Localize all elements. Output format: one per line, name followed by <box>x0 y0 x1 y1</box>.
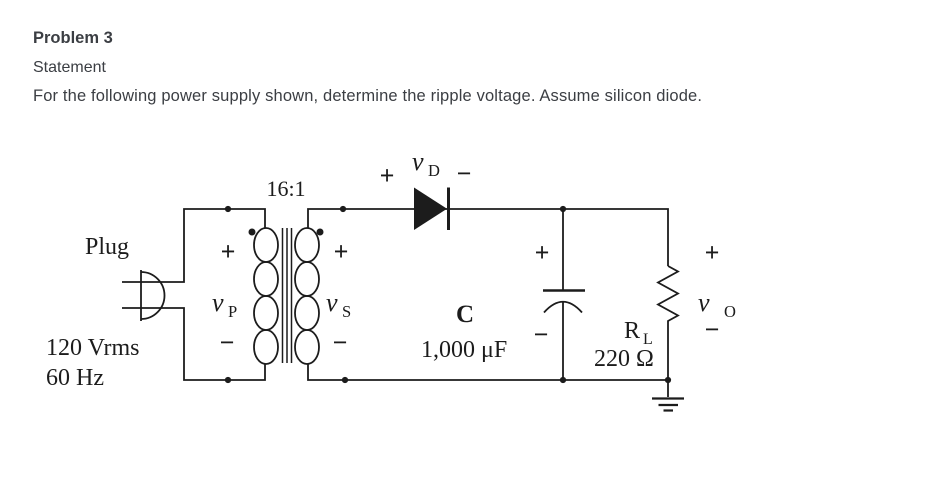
capacitor-symbol <box>543 209 585 380</box>
secondary-coil-turn <box>294 227 320 263</box>
diode-voltage-subscript: D <box>428 161 440 180</box>
plug-label: Plug <box>85 234 129 260</box>
resistor-symbol <box>656 265 680 380</box>
secondary-bottom-wire <box>307 364 668 381</box>
diode-symbol <box>414 187 450 230</box>
resistor-zigzag <box>656 265 680 380</box>
load-name-label: R <box>624 318 640 344</box>
secondary-coil-turn <box>294 295 320 331</box>
secondary-voltage-subscript: S <box>342 302 351 321</box>
output-minus-sign: − <box>705 315 720 344</box>
secondary-phase-dot <box>316 228 324 236</box>
primary-coil-turn <box>253 227 279 263</box>
junction-dot <box>559 205 567 213</box>
statement-label: Statement <box>33 59 106 76</box>
diode-voltage-label: v <box>412 147 424 176</box>
output-voltage-subscript: O <box>724 302 736 321</box>
primary-coil-turn <box>253 295 279 331</box>
main-loop-wires <box>307 208 669 381</box>
secondary-plus-sign: + <box>334 237 349 266</box>
capacitor-minus-sign: − <box>534 320 549 349</box>
load-value-label: 220 Ω <box>594 346 654 372</box>
primary-minus-sign: − <box>220 328 235 357</box>
capacitor-name-label: C <box>456 301 474 328</box>
primary-voltage-subscript: P <box>228 302 237 321</box>
ground-icon <box>652 380 684 412</box>
junction-dot <box>224 376 232 384</box>
plug-arc <box>140 271 166 320</box>
diode-plus-sign: + <box>380 161 395 190</box>
primary-top-wire <box>122 208 266 283</box>
source-voltage-label: 120 Vrms <box>46 335 139 361</box>
primary-bottom-wire <box>122 307 266 381</box>
primary-phase-dot <box>248 228 256 236</box>
problem-description: For the following power supply shown, de… <box>33 87 703 105</box>
output-voltage-label: v <box>698 288 710 317</box>
junction-dot <box>664 376 672 384</box>
capacitor-plus-sign: + <box>535 238 550 267</box>
capacitor-value-label: 1,000 μF <box>421 337 507 363</box>
output-plus-sign: + <box>705 238 720 267</box>
load-name-subscript: L <box>643 331 653 348</box>
junction-dot <box>559 376 567 384</box>
problem-title: Problem 3 <box>33 29 113 47</box>
secondary-minus-sign: − <box>333 328 348 357</box>
secondary-coil-turn <box>294 329 320 365</box>
plug-symbol <box>122 208 266 381</box>
primary-coil-turn <box>253 261 279 297</box>
source-frequency-label: 60 Hz <box>46 365 104 391</box>
transformer-symbol <box>248 227 324 365</box>
primary-plus-sign: + <box>221 237 236 266</box>
primary-voltage-label: v <box>212 288 224 317</box>
diode-triangle <box>414 187 447 230</box>
secondary-voltage-label: v <box>326 288 338 317</box>
primary-coil-turn <box>253 329 279 365</box>
secondary-top-wire <box>307 208 669 266</box>
junction-dot <box>224 205 232 213</box>
secondary-coil-turn <box>294 261 320 297</box>
transformer-ratio-label: 16:1 <box>266 176 305 201</box>
junction-dot <box>341 376 349 384</box>
junction-dots <box>224 205 672 384</box>
diode-minus-sign: − <box>457 159 472 188</box>
junction-dot <box>339 205 347 213</box>
